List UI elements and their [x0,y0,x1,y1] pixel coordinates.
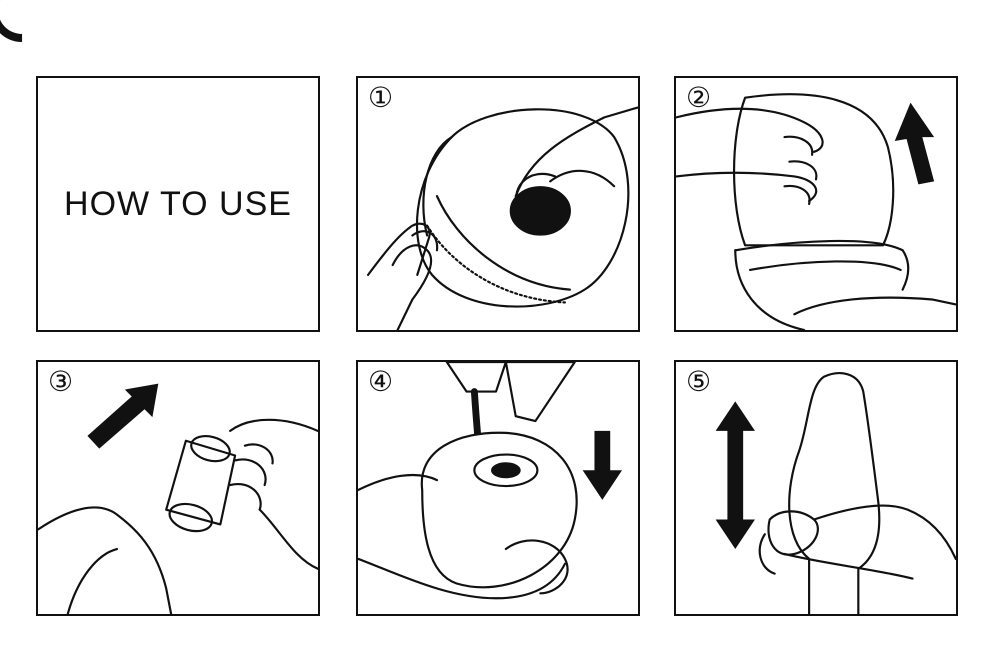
peel-cap-hand-icon [366,106,638,330]
step-2-number: ② [686,81,712,114]
step-1-number: ① [368,81,394,114]
how-to-use-panel: HOW TO USE [36,76,320,332]
step-4-number: ④ [368,365,394,398]
step-3-panel: ③ [36,360,320,616]
remove-cap-up-arrow-icon [676,93,956,330]
step-2-panel: ② [674,76,958,332]
logo-fragment [0,0,68,56]
step-5-number: ⑤ [686,365,712,398]
pull-inner-tube-arrow-icon [38,383,318,614]
pour-lubricant-down-arrow-icon [358,362,623,600]
step-5-panel: ⑤ [674,360,958,616]
step-4-panel: ④ [356,360,640,616]
stroke-up-down-arrow-icon [715,372,956,614]
step-3-number: ③ [48,365,74,398]
page-title: HOW TO USE [64,184,292,223]
step-1-panel: ① [356,76,640,332]
